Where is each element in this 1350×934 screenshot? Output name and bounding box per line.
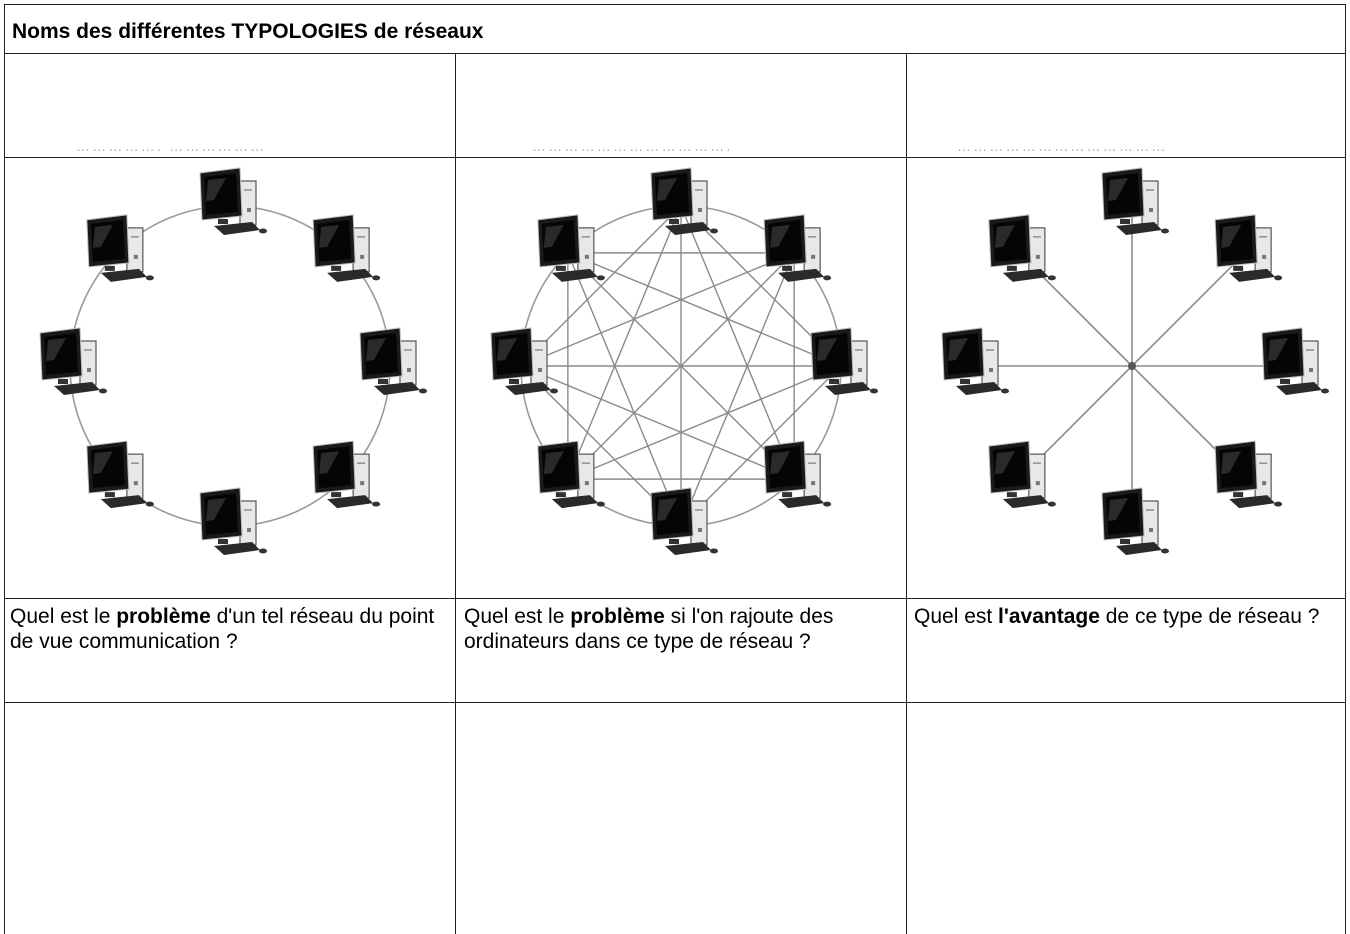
mesh-network-diagram — [456, 161, 906, 596]
computer-icon-8 — [537, 214, 605, 282]
computer-icon-8 — [988, 214, 1056, 282]
question-2-end: si l'on rajoute des ordinateurs dans ce … — [464, 605, 834, 653]
page-title: Noms des différentes TYPOLOGIES de résea… — [12, 20, 484, 43]
question-2: Quel est le problème si l'on rajoute des… — [464, 604, 894, 654]
mesh-network-icon — [490, 167, 878, 555]
star-network-diagram — [907, 161, 1350, 596]
answer-blank-1: ……………. ……………… — [76, 138, 267, 154]
star-network-icon — [941, 167, 1329, 555]
question-1-start: Quel est le — [10, 605, 117, 628]
question-2-keyword: problème — [570, 605, 665, 628]
row-divider-4 — [4, 702, 1346, 703]
table-border-left — [4, 4, 5, 934]
answer-blank-2: ………………………………. — [532, 138, 733, 154]
answer-area-2[interactable] — [456, 703, 906, 934]
question-3-end: de ce type de réseau ? — [1099, 605, 1320, 628]
computer-icon-5 — [650, 487, 718, 555]
worksheet-table: Noms des différentes TYPOLOGIES de résea… — [4, 4, 1346, 934]
ring-network-diagram — [5, 161, 455, 596]
answer-area-1[interactable] — [5, 703, 455, 934]
computer-icon-7 — [490, 327, 558, 395]
row-divider-2 — [4, 157, 1346, 158]
row-divider-1 — [4, 53, 1346, 54]
computer-icon-4 — [1214, 440, 1283, 509]
question-3: Quel est l'avantage de ce type de réseau… — [914, 604, 1334, 629]
computer-icon-5 — [199, 487, 267, 555]
computer-icon-1 — [650, 167, 718, 235]
computer-icon-3 — [810, 327, 878, 395]
question-1: Quel est le problème d'un tel réseau du … — [10, 604, 450, 654]
answer-blank-3: ………………………………… — [957, 138, 1168, 154]
computer-icon-5 — [1101, 487, 1169, 555]
question-3-start: Quel est — [914, 605, 999, 628]
computer-icon-4 — [763, 440, 832, 509]
computer-icon-8 — [86, 214, 154, 282]
computer-icon-1 — [199, 167, 267, 235]
computer-icon-7 — [39, 327, 107, 395]
computer-icon-2 — [763, 214, 832, 282]
computer-icon-2 — [312, 214, 381, 282]
table-border-right — [1345, 4, 1346, 934]
question-1-end: d'un tel réseau du point de vue communic… — [10, 605, 435, 653]
row-divider-3 — [4, 598, 1346, 599]
question-2-start: Quel est le — [464, 605, 571, 628]
computer-icon-3 — [359, 327, 427, 395]
computer-icon-6 — [988, 440, 1056, 509]
computer-icon-7 — [941, 327, 1009, 395]
computer-icon-3 — [1261, 327, 1329, 395]
computer-icon-1 — [1101, 167, 1169, 235]
question-1-keyword: problème — [116, 605, 211, 628]
column-divider-2 — [906, 53, 907, 934]
computer-icon-4 — [312, 440, 381, 509]
ring-network-icon — [39, 167, 427, 555]
question-3-keyword: l'avantage — [998, 605, 1100, 628]
computer-icon-6 — [537, 440, 605, 509]
computer-icon-6 — [86, 440, 154, 509]
computer-icon-2 — [1214, 214, 1283, 282]
table-border-top — [4, 4, 1346, 5]
answer-area-3[interactable] — [907, 703, 1345, 934]
column-divider-1 — [455, 53, 456, 934]
